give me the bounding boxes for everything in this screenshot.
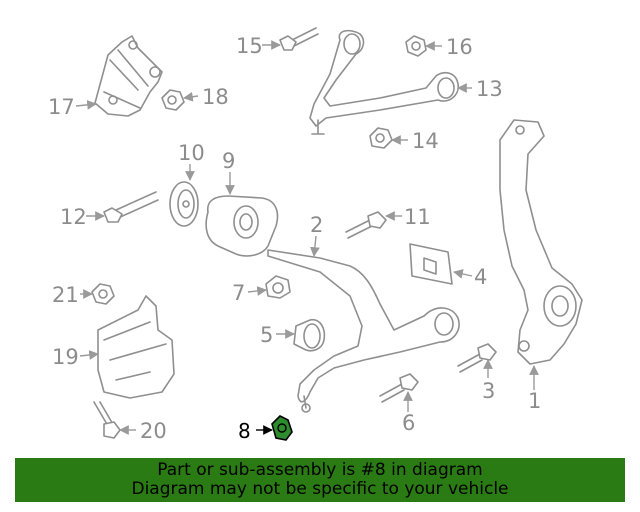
callout-7: 7: [232, 281, 245, 305]
part-20-bolt[interactable]: [93, 401, 121, 439]
callout-6: 6: [402, 411, 415, 435]
part-9-large-bushing[interactable]: [205, 195, 279, 257]
callout-8-highlighted: 8: [238, 419, 251, 443]
callout-labels: 1 2 3 4 5 6 7 8 9 10 11 12 13 14 15 16 1…: [48, 34, 541, 443]
banner-line-2: Diagram may not be specific to your vehi…: [131, 479, 509, 499]
part-16-nut[interactable]: [405, 35, 427, 57]
exploded-parts-diagram: 1 2 3 4 5 6 7 8 9 10 11 12 13 14 15 16 1…: [48, 27, 583, 443]
part-18-nut[interactable]: [161, 89, 185, 111]
callout-20: 20: [140, 419, 167, 443]
callout-5: 5: [260, 323, 273, 347]
part-13-upper-control-arm[interactable]: [309, 29, 459, 135]
leader-lines: [75, 40, 539, 435]
callout-21: 21: [52, 283, 79, 307]
part-5-bushing[interactable]: [293, 318, 326, 352]
part-14-nut[interactable]: [369, 127, 393, 149]
callout-3: 3: [482, 379, 495, 403]
callout-10: 10: [178, 141, 205, 165]
part-8-nut-highlighted[interactable]: [271, 415, 293, 441]
part-10-bushing-disc[interactable]: [169, 181, 199, 227]
callout-4: 4: [474, 265, 487, 289]
part-12-bolt[interactable]: [103, 191, 159, 223]
part-3-bolt[interactable]: [457, 343, 497, 373]
callout-13: 13: [476, 77, 503, 101]
callout-1: 1: [528, 389, 541, 413]
callout-17: 17: [48, 95, 75, 119]
part-4-plate[interactable]: [409, 243, 453, 285]
part-2-lower-control-arm[interactable]: [267, 249, 460, 413]
callout-19: 19: [52, 345, 79, 369]
part-17-bracket[interactable]: [94, 35, 163, 117]
callout-12: 12: [60, 205, 87, 229]
part-19-mount[interactable]: [97, 295, 175, 399]
callout-15: 15: [236, 34, 263, 58]
part-7-nut[interactable]: [265, 275, 291, 299]
banner-line-1: Part or sub-assembly is #8 in diagram: [157, 460, 483, 480]
callout-14: 14: [412, 129, 439, 153]
part-11-bolt[interactable]: [345, 211, 387, 239]
callout-2: 2: [310, 213, 323, 237]
part-15-bolt[interactable]: [279, 27, 319, 51]
part-6-bolt[interactable]: [379, 373, 419, 403]
callout-9: 9: [222, 149, 235, 173]
callout-11: 11: [404, 205, 431, 229]
callout-18: 18: [202, 85, 229, 109]
callout-16: 16: [446, 35, 473, 59]
part-21-nut[interactable]: [91, 283, 115, 305]
part-1-knuckle[interactable]: [499, 119, 583, 365]
highlight-notice-banner: Part or sub-assembly is #8 in diagram Di…: [15, 458, 625, 502]
